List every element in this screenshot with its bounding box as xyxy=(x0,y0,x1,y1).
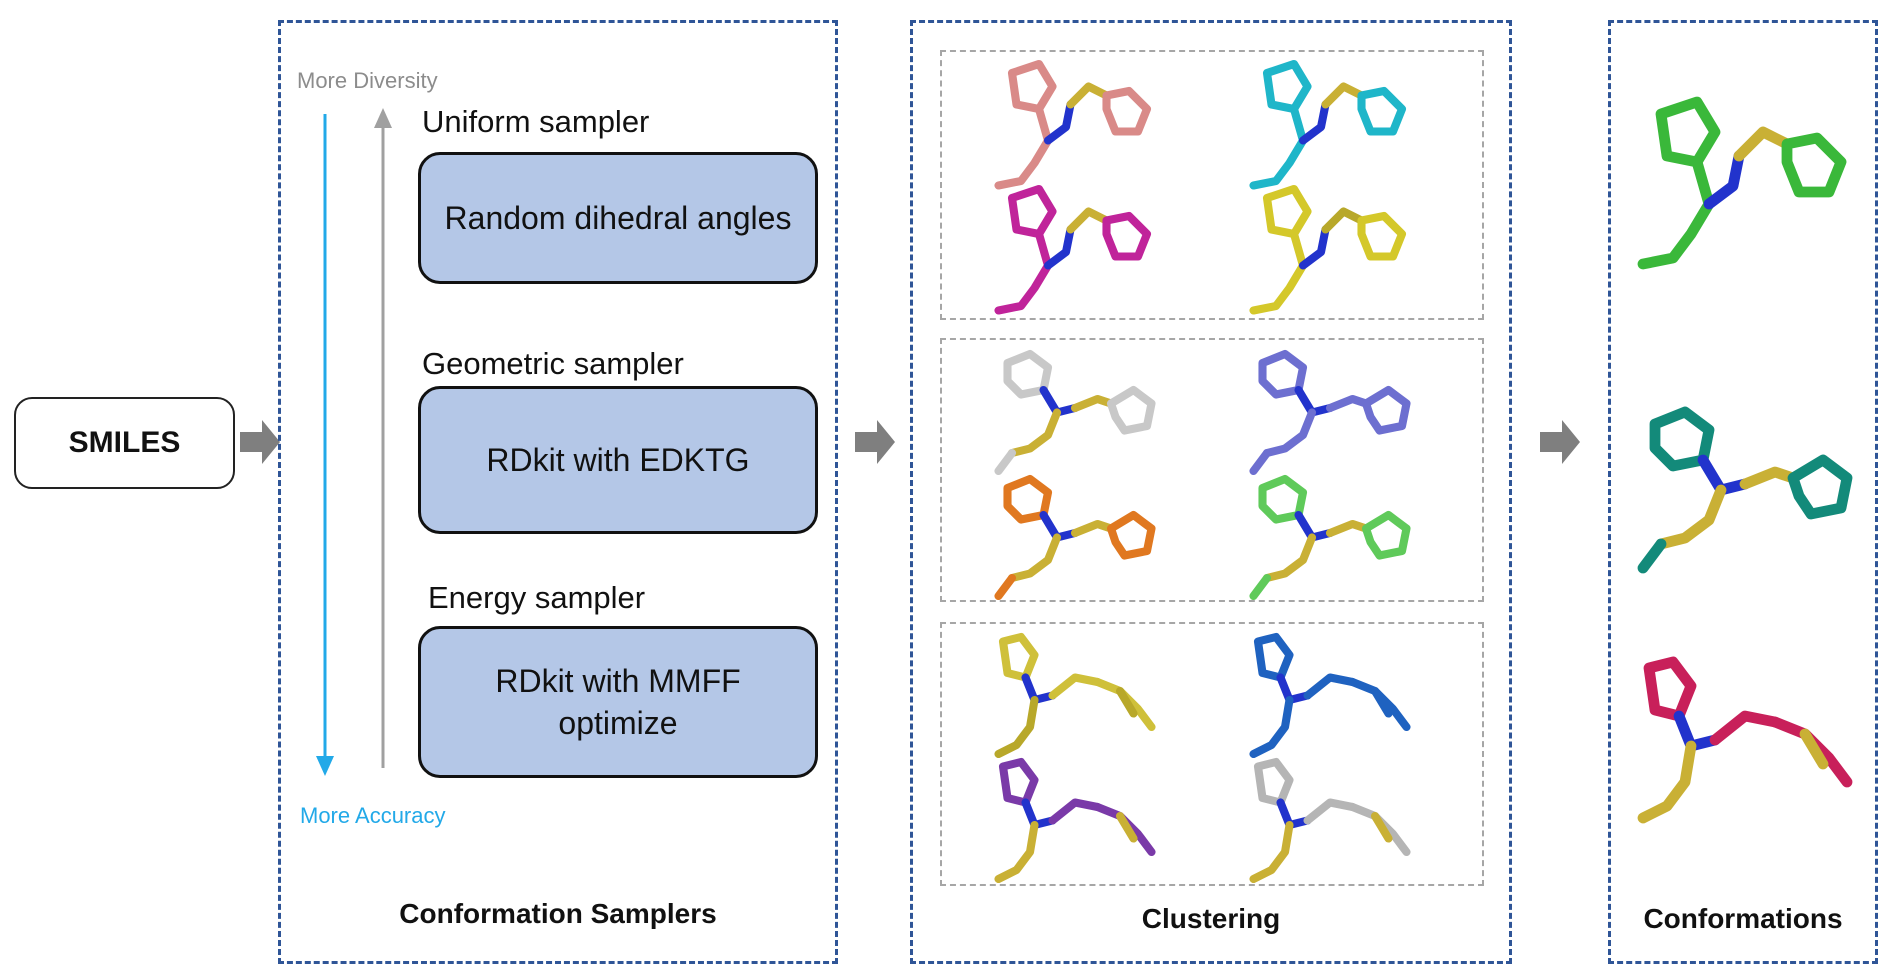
smiles-label: SMILES xyxy=(68,426,181,459)
energy-sampler-box: RDkit with MMFF optimize xyxy=(418,626,818,778)
cluster-group-3 xyxy=(940,622,1484,886)
clustering-panel xyxy=(910,20,1512,964)
energy-sampler-method: RDkit with MMFF optimize xyxy=(495,663,741,741)
molecule-structure xyxy=(994,59,1152,190)
energy-sampler-title: Energy sampler xyxy=(428,580,646,615)
smiles-box: SMILES xyxy=(14,397,235,489)
molecule-structure xyxy=(1249,184,1407,315)
molecule-structure xyxy=(1249,59,1407,190)
samplers-panel xyxy=(278,20,838,964)
geometric-sampler-title: Geometric sampler xyxy=(422,346,684,381)
conformations-panel-title: Conformations xyxy=(1643,903,1843,934)
molecule-structure xyxy=(1637,656,1853,824)
geometric-sampler-method: RDkit with EDKTG xyxy=(486,442,750,478)
uniform-sampler-method: Random dihedral angles xyxy=(444,200,792,236)
uniform-sampler-title: Uniform sampler xyxy=(422,104,650,139)
diversity-arrow-icon xyxy=(374,108,392,768)
molecule-structure xyxy=(1249,757,1411,884)
molecule-structure xyxy=(1637,406,1853,574)
geometric-sampler-box: RDkit with EDKTG xyxy=(418,386,818,534)
diversity-axis-label: More Diversity xyxy=(297,68,438,93)
flow-arrow-icon xyxy=(1540,420,1580,464)
accuracy-axis-label: More Accuracy xyxy=(300,803,446,828)
molecule-structure xyxy=(994,349,1156,476)
uniform-sampler-box: Random dihedral angles xyxy=(418,152,818,284)
molecule-structure xyxy=(994,632,1156,759)
flow-arrow-icon xyxy=(240,420,280,464)
clustering-panel-title: Clustering xyxy=(1141,903,1281,934)
cluster-group-2 xyxy=(940,338,1484,602)
conformations-panel xyxy=(1608,20,1878,964)
molecule-structure xyxy=(994,757,1156,884)
flow-arrow-icon xyxy=(855,420,895,464)
molecule-structure xyxy=(1249,349,1411,476)
molecule-structure xyxy=(1249,474,1411,601)
molecule-structure xyxy=(1249,632,1411,759)
molecule-structure xyxy=(1637,96,1847,270)
molecule-structure xyxy=(994,184,1152,315)
accuracy-arrow-icon xyxy=(316,114,334,776)
samplers-panel-title: Conformation Samplers xyxy=(399,898,717,929)
cluster-group-1 xyxy=(940,50,1484,320)
molecule-structure xyxy=(994,474,1156,601)
